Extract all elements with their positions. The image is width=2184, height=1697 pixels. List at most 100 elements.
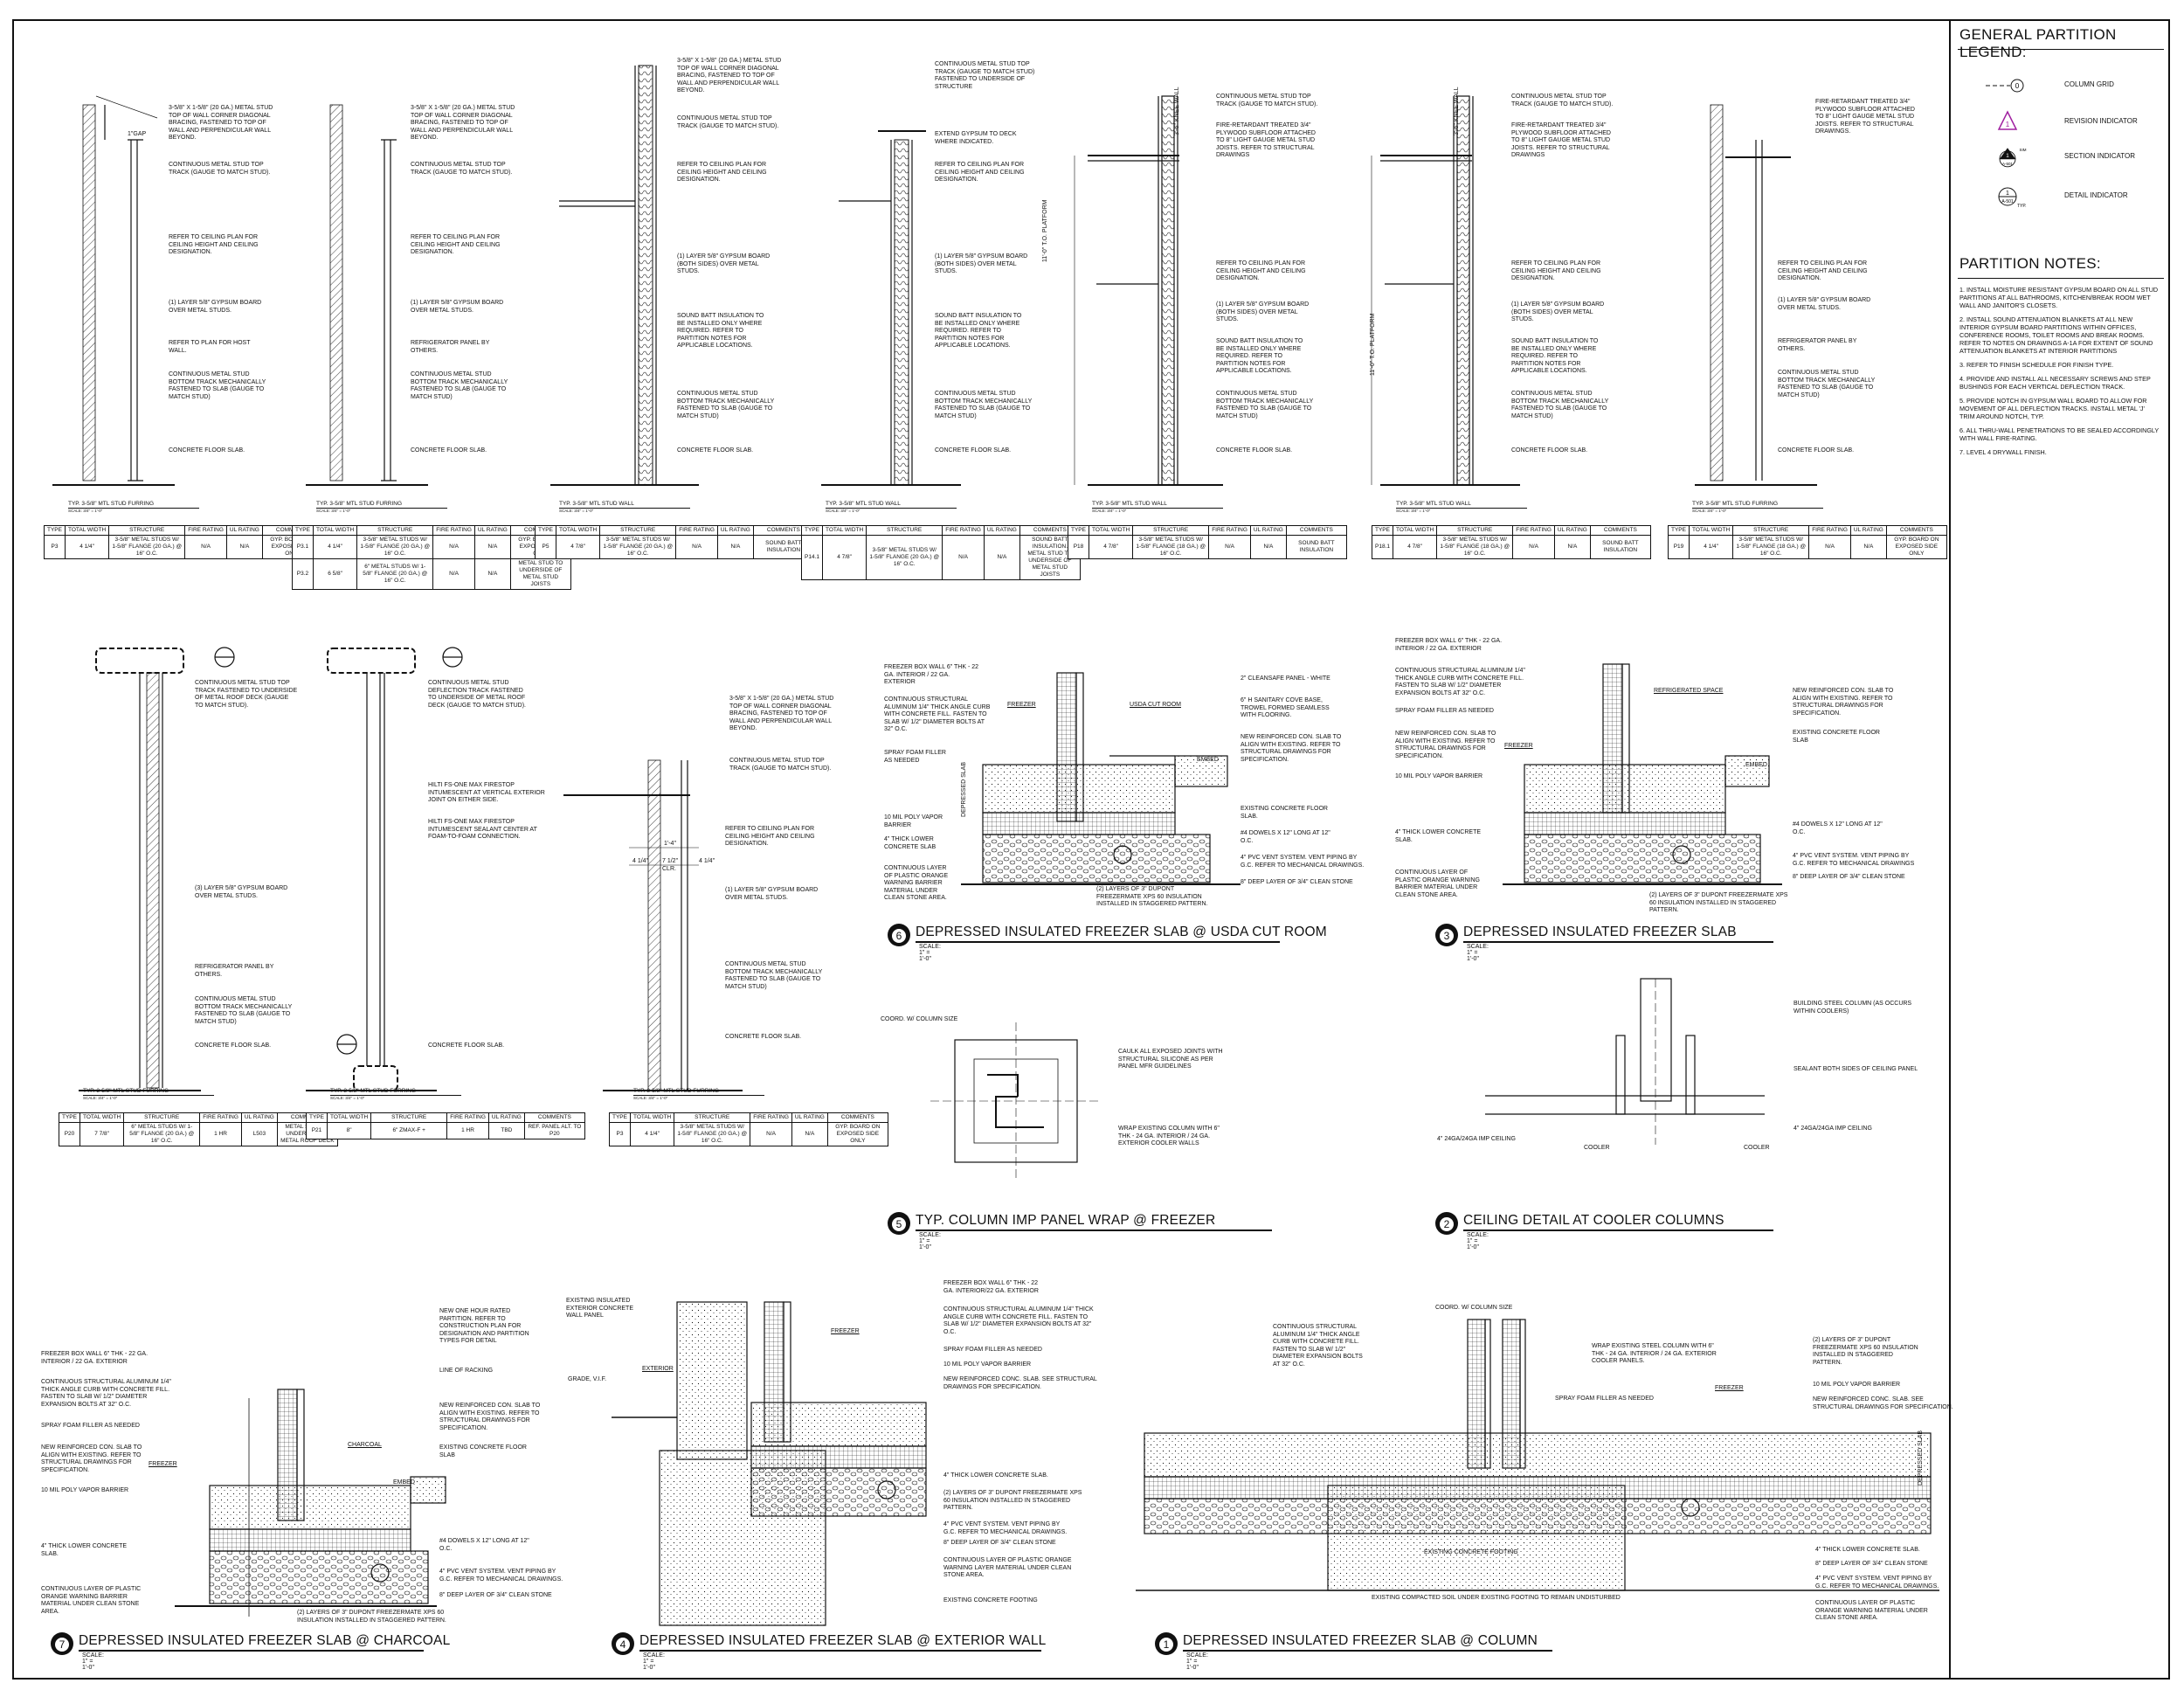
table-header-cell: TYPE [609,1112,631,1123]
table-header-cell: STRUCTURE [599,525,677,536]
table-cell: P19 [1668,535,1690,559]
partition-title-text: TYP. 3-5/8" MTL STUD WALL [1396,501,1471,507]
detail-title-text: DEPRESSED INSULATED FREEZER SLAB @ EXTER… [639,1633,1047,1648]
label-p18-platform: 11'-0" T.O. PLATFORM [1042,199,1048,262]
partition-title-text: TYP. 3-5/8" MTL STUD FURRING [330,1088,417,1094]
table-cell: P18 [1068,535,1089,559]
table-cell: 3-5/8" METAL STUDS W/ 1-5/8" FLANGE (20 … [866,535,943,580]
section-p3-1 [306,104,428,486]
table-cell: N/A [675,535,718,559]
table-cell: 6" METAL STUDS W/ 1-5/8" FLANGE (20 GA.)… [356,558,434,590]
label-p181-platform: 11'-0" T.O. PLATFORM [1370,313,1376,376]
table-cell: 8" [326,1122,372,1139]
table-header-cell: TOTAL WIDTH [79,1112,125,1123]
note-p181-plywood: FIRE-RETARDANT TREATED 3/4" PLYWOOD SUBF… [1511,122,1611,158]
note-p5-batt: SOUND BATT INSULATION TO BE INSTALLED ON… [677,313,764,349]
legend-row-revision: 1 REVISION INDICATOR [1951,107,2169,142]
d6-note-new-slab: NEW REINFORCED CON. SLAB TO ALIGN WITH E… [1241,734,1342,763]
note-p18-bottom-track: CONTINUOUS METAL STUD BOTTOM TRACK MECHA… [1216,391,1314,419]
detail-scale: SCALE: 1" = 1'-0" [1467,1232,1489,1250]
note-p3-slab: CONCRETE FLOOR SLAB. [169,447,245,454]
d3-note-lower-slab: 4" THICK LOWER CONCRETE SLAB. [1395,829,1482,843]
table-cell: 4 1/4" [629,1122,675,1146]
d6-label-usda: USDA CUT ROOM [1130,702,1181,708]
table-cell: N/A [942,535,985,580]
svg-text:A-501: A-501 [2001,199,2014,204]
partition-scale: SCALE: 3/4" = 1'-0" [1396,509,1431,513]
dim-p3m-clear: 7 1/2" CLR. [662,858,679,872]
note-p5-bracing: 3-5/8" X 1-5/8" (20 GA.) METAL STUD TOP … [677,58,782,94]
table-header-cell: TYPE [1372,525,1393,536]
d6-note-insulation: (2) LAYERS OF 3" DUPONT FREEZERMATE XPS … [1096,886,1208,907]
table-cell: N/A [983,535,1020,580]
d7-note-spray-foam: SPRAY FOAM FILLER AS NEEDED [41,1423,140,1429]
table-cell: 3-5/8" METAL STUDS W/ 1-5/8" FLANGE (18 … [1732,535,1810,559]
note-p14-bottom-track: CONTINUOUS METAL STUD BOTTOM TRACK MECHA… [935,391,1033,419]
d2-note-ceiling-l: 4" 24GA/24GA IMP CEILING [1437,1136,1516,1142]
table-header-cell: TYPE [1668,525,1690,536]
table-cell: TBD [487,1122,525,1139]
svg-text:SIM: SIM [2020,148,2027,152]
note-p18-ceiling: REFER TO CEILING PLAN FOR CEILING HEIGHT… [1216,260,1306,281]
note-p3-gypsum: (1) LAYER 5/8" GYPSUM BOARD OVER METAL S… [169,300,262,314]
table-header-cell: UL RATING [487,1112,525,1123]
table-cell: N/A [1512,535,1555,559]
note-p14-ceiling: REFER TO CEILING PLAN FOR CEILING HEIGHT… [935,162,1025,183]
partition-scale: SCALE: 3/4" = 1'-0" [330,1096,365,1100]
dim-p3m-right: 4 1/4" [699,858,715,864]
detail-7-drawing [175,1389,446,1617]
d1-note-new-slab: NEW REINFORCED CONC. SLAB. SEE STRUCTURA… [1813,1396,1953,1410]
d1-note-warning: CONTINUOUS LAYER OF PLASTIC ORANGE WARNI… [1815,1600,1928,1621]
table-cell: 3-5/8" METAL STUDS W/ 1-5/8" FLANGE (20 … [674,1122,751,1146]
table-cell: 3-5/8" METAL STUDS W/ 1-5/8" FLANGE (20 … [108,535,186,559]
note-p20-refrigerator: REFRIGERATOR PANEL BY OTHERS. [195,964,274,978]
note-p18-top-track: CONTINUOUS METAL STUD TOP TRACK (GAUGE T… [1216,94,1318,107]
d6-note-cove: 6" H SANITARY COVE BASE, TROWEL FORMED S… [1241,697,1330,718]
note-p14-gypsum: (1) LAYER 5/8" GYPSUM BOARD (BOTH SIDES)… [935,253,1028,274]
note-p3-bracing: 3-5/8" X 1-5/8" (20 GA.) METAL STUD TOP … [169,105,273,141]
d1-label-freezer: FREEZER [1715,1385,1744,1391]
detail-title-text: DEPRESSED INSULATED FREEZER SLAB @ CHARC… [79,1633,451,1648]
d6-note-existing: EXISTING CONCRETE FLOOR SLAB. [1241,806,1328,820]
table-cell: 6" METAL STUDS W/ 1-5/8" FLANGE (20 GA.)… [123,1122,201,1146]
d6-note-vapor: 10 MIL POLY VAPOR BARRIER [884,814,943,828]
table-header-cell: STRUCTURE [108,525,186,536]
table-cell: 4 1/4" [1688,535,1734,559]
table-header-cell: STRUCTURE [1132,525,1210,536]
table-cell: 4 7/8" [555,535,601,559]
section-p14-1 [821,130,961,486]
detail-indicator-icon: 1 A-501 TYP. [1998,187,2026,209]
note-p3-ceiling: REFER TO CEILING PLAN FOR CEILING HEIGHT… [169,234,259,255]
partition-title-text: TYP. 3-5/8" MTL STUD FURRING [1692,501,1779,507]
table-cell: N/A [1849,535,1887,559]
table-cell: P18.1 [1372,535,1393,559]
table-header-cell: UL RATING [240,1112,278,1123]
note-p21-deflection: CONTINUOUS METAL STUD DEFLECTION TRACK F… [428,680,527,709]
d4-label-freezer: FREEZER [831,1328,860,1334]
table-cell: N/A [432,558,475,590]
detail-title-text: DEPRESSED INSULATED FREEZER SLAB @ COLUM… [1183,1633,1538,1648]
d3-note-stone: 8" DEEP LAYER OF 3/4" CLEAN STONE [1793,874,1905,880]
note-p14-batt: SOUND BATT INSULATION TO BE INSTALLED ON… [935,313,1022,349]
table-cell: 1 HR [446,1122,489,1139]
d7-note-partition: NEW ONE HOUR RATED PARTITION. REFER TO C… [439,1308,529,1344]
note-p20-bottom-track: CONTINUOUS METAL STUD BOTTOM TRACK MECHA… [195,996,293,1025]
d4-note-angle-curb: CONTINUOUS STRUCTURAL ALUMINUM 1/4" THIC… [943,1306,1094,1335]
d7-note-insulation: (2) LAYERS OF 3" DUPONT FREEZERMATE XPS … [297,1610,446,1624]
table-cell: 4 7/8" [1088,535,1134,559]
table-header-cell: UL RATING [1553,525,1591,536]
d4-note-grade: GRADE, V.I.F. [568,1376,607,1382]
d7-label-freezer: FREEZER [149,1461,177,1467]
partition-scale: SCALE: 3/4" = 1'-0" [826,509,860,513]
note-p181-batt: SOUND BATT INSULATION TO BE INSTALLED ON… [1511,338,1599,374]
note-p14-extend: EXTEND GYPSUM TO DECK WHERE INDICATED. [935,131,1017,145]
d6-note-warning: CONTINUOUS LAYER OF PLASTIC ORANGE WARNI… [884,865,949,901]
d3-note-existing: EXISTING CONCRETE FLOOR SLAB [1793,730,1880,744]
table-header-cell: UL RATING [716,525,754,536]
